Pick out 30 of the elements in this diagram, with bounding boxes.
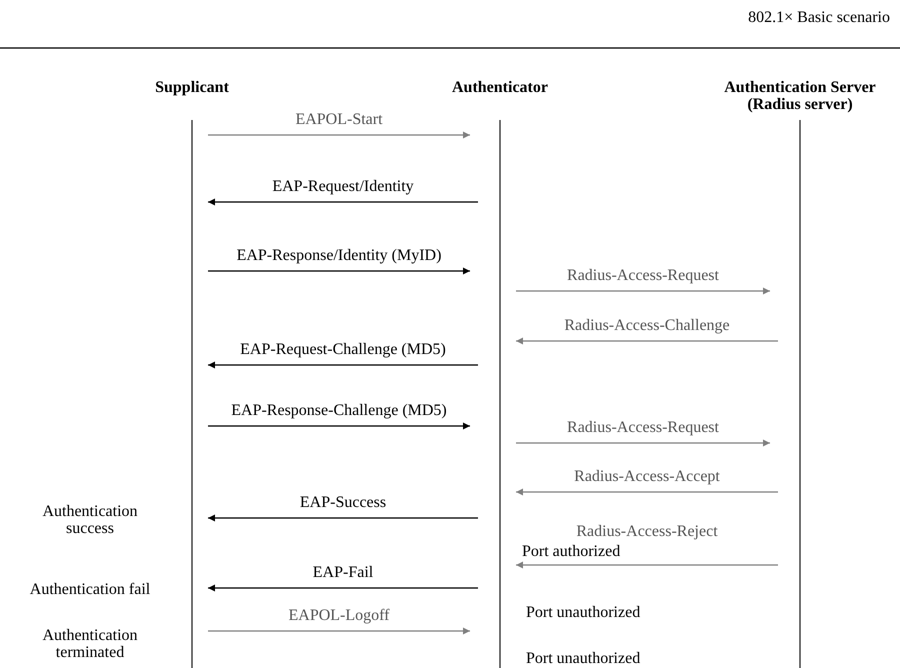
arrow: [208, 422, 470, 430]
message-label: EAP-Request-Challenge (MD5): [238, 341, 448, 359]
arrow: [516, 562, 778, 568]
message-label: Radius-Access-Challenge: [562, 317, 732, 335]
note-text: Port unauthorized: [526, 604, 642, 621]
message-label: Radius-Access-Request: [565, 419, 721, 437]
message-label: EAP-Response/Identity (MyID): [234, 247, 444, 265]
arrow: [516, 288, 770, 294]
arrow: [208, 584, 478, 592]
arrow: [208, 198, 478, 206]
message-label: Radius-Access-Request: [565, 267, 721, 285]
arrow: [516, 338, 778, 344]
arrow: [208, 628, 470, 634]
note-text: Authentication success: [41, 503, 139, 537]
arrow: [516, 488, 778, 496]
arrow: [208, 268, 470, 274]
message-label: Radius-Access-Reject: [574, 523, 720, 541]
arrow: [208, 514, 478, 522]
message-label: EAP-Response-Challenge (MD5): [229, 402, 449, 420]
arrow: [208, 132, 470, 138]
arrow: [208, 362, 478, 368]
message-label: EAP-Request/Identity: [270, 178, 416, 196]
note-text: Authentication fail: [28, 581, 152, 598]
arrow: [516, 440, 770, 446]
note-text: Port unauthorized: [526, 650, 642, 667]
message-label: Radius-Access-Accept: [572, 468, 722, 486]
diagram-title: 802.1× Basic scenario: [748, 9, 890, 26]
note-text: Port authorized: [522, 543, 622, 560]
note-text: Authentication terminated: [41, 627, 139, 661]
message-label: EAPOL-Logoff: [286, 607, 392, 625]
